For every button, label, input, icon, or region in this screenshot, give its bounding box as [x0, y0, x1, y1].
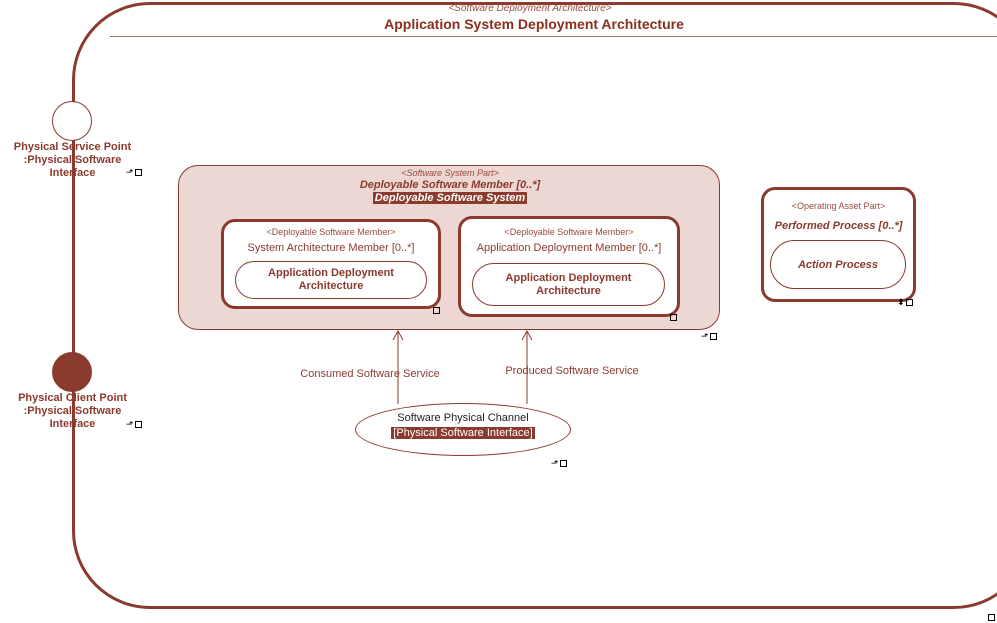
operating-asset-stereotype: <Operating Asset Part> — [791, 201, 886, 211]
frame-title: Application System Deployment Architectu… — [384, 16, 684, 32]
frame-header-divider — [110, 36, 997, 37]
deployable-system-type-wrap: Deployable Software System — [300, 192, 600, 204]
produced-arrowhead — [521, 329, 533, 341]
consumed-service-label: Consumed Software Service — [300, 368, 440, 380]
deployable-system-expand-icon[interactable]: ⬏ — [701, 332, 717, 341]
app-deploy-name: Application Deployment Member [0..*] — [476, 242, 662, 254]
channel-type: [Physical Software Interface] — [391, 427, 535, 439]
action-process-pill[interactable]: Action Process — [770, 240, 906, 289]
frame-expand-icon[interactable] — [987, 613, 995, 622]
channel-type-wrap: [Physical Software Interface] — [355, 427, 571, 439]
app-deploy-stereotype: <Deployable Software Member> — [504, 227, 634, 237]
client-port-expand-icon[interactable]: ⬏ — [126, 420, 142, 429]
channel-name: Software Physical Channel — [397, 412, 529, 424]
system-arch-stereotype: <Deployable Software Member> — [266, 227, 396, 237]
channel-expand-icon[interactable]: ⬏ — [551, 459, 567, 468]
service-port-type: :Physical Software Interface — [23, 154, 122, 179]
physical-service-port[interactable] — [52, 101, 92, 141]
client-port-type: :Physical Software Interface — [23, 405, 122, 430]
client-port-label: Physical Client Point :Physical Software… — [0, 392, 145, 431]
consumed-arrowhead — [392, 329, 404, 341]
frame-stereotype: <Software Deployment Architecture> — [448, 3, 612, 14]
system-arch-inner-label: Application Deployment Architecture — [268, 267, 394, 292]
physical-client-port[interactable] — [52, 352, 92, 392]
operating-asset-expand-icon[interactable]: ⬍ — [897, 298, 913, 307]
deployable-system-type: Deployable Software System — [372, 192, 528, 204]
service-port-expand-icon[interactable]: ⬏ — [126, 168, 142, 177]
app-deploy-expand-icon[interactable] — [669, 313, 677, 322]
system-arch-expand-icon[interactable] — [432, 306, 440, 315]
deployable-system-stereotype: <Software System Part> — [401, 168, 499, 178]
service-port-label: Physical Service Point :Physical Softwar… — [0, 141, 145, 180]
produced-service-label: Produced Software Service — [505, 365, 639, 377]
client-port-name: Physical Client Point — [18, 392, 127, 404]
system-arch-inner-pill[interactable]: Application Deployment Architecture — [235, 261, 427, 299]
operating-asset-name: Performed Process [0..*] — [774, 220, 903, 232]
action-process-label: Action Process — [797, 258, 879, 271]
app-deploy-inner-label: Application Deployment Architecture — [505, 271, 632, 297]
system-arch-name: System Architecture Member [0..*] — [247, 242, 415, 254]
deployable-system-name: Deployable Software Member [0..*] — [359, 179, 541, 191]
app-deploy-inner-pill[interactable]: Application Deployment Architecture — [472, 263, 665, 306]
service-port-name: Physical Service Point — [13, 141, 132, 153]
